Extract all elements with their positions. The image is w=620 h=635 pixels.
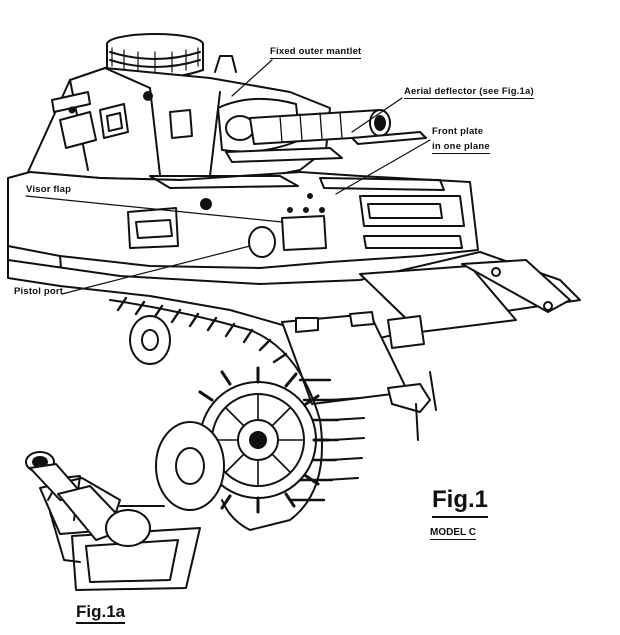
label-visor-flap: Visor flap (26, 184, 72, 195)
caption-fig1: Fig.1 (432, 486, 489, 518)
track-and-running-gear (109, 296, 437, 531)
front-mudflap (281, 311, 409, 405)
visor-flap-plate (281, 215, 327, 251)
gun-mantlet (217, 97, 427, 163)
track-fender (7, 251, 581, 349)
caption-fig1a: Fig.1a (76, 602, 126, 624)
label-front-plate-line1: Front plate (432, 126, 484, 137)
caption-model: MODEL C (430, 527, 476, 540)
label-pistol-port: Pistol port (14, 286, 64, 297)
label-fixed-outer-mantlet: Fixed outer mantlet (270, 46, 362, 59)
label-front-plate-line2: in one plane (432, 141, 490, 154)
pistol-port-plug (248, 226, 276, 258)
label-aerial-deflector: Aerial deflector (see Fig.1a) (404, 86, 534, 99)
fig1a-inset (25, 451, 201, 591)
hull-superstructure (7, 171, 479, 281)
leader-lines (25, 59, 431, 295)
